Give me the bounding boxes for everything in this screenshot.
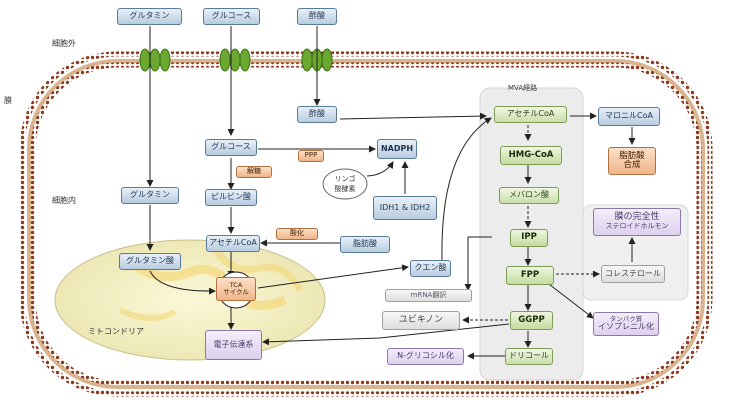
node-dolichol: ドリコール [505, 348, 553, 365]
node-mevalonate: メバロン酸 [499, 187, 559, 204]
node-ipp: IPP [510, 229, 548, 247]
channel-glutamine [139, 48, 171, 72]
node-fpp: FPP [506, 266, 554, 285]
prenyl-line2: イソプレニル化 [598, 322, 654, 332]
label-mitochondria: ミトコンドリア [88, 327, 144, 336]
node-acetate-extracellular: 酢酸 [297, 8, 337, 25]
fa-synth-line2: 合成 [623, 160, 641, 170]
node-acetyl-coa: アセチルCoA [494, 106, 567, 123]
node-malic-enzyme: リンゴ 酸酵素 [326, 174, 364, 194]
node-citrate: クエン酸 [410, 260, 451, 277]
label-intracellular: 細胞内 [52, 196, 76, 205]
node-tca-cycle: TCA サイクル [216, 277, 256, 301]
node-glutamate: グルタミン酸 [119, 253, 181, 270]
label-mva-pathway: MVA経路 [508, 84, 538, 92]
node-acetate-intracellular: 酢酸 [297, 106, 337, 123]
membrane-core [27, 59, 705, 389]
membrane-integrity-line1: 膜の完全性 [614, 212, 660, 223]
channel-glucose [219, 48, 251, 72]
node-ppp: PPP [298, 150, 324, 162]
node-glycolysis: 解糖 [236, 166, 272, 178]
channel-acetate [301, 48, 333, 72]
node-malonyl-coa: マロニルCoA [598, 107, 660, 126]
node-ggpp: GGPP [510, 311, 553, 330]
tca-line2: サイクル [223, 288, 249, 296]
node-electron-transport: 電子伝達系 [205, 330, 262, 360]
malic-enzyme-line2: 酸酵素 [334, 185, 356, 193]
node-acetyl-coa-mito: アセチルCoA [206, 235, 260, 252]
node-cholesterol: コレステロール [601, 265, 665, 283]
node-oxidation: 酸化 [276, 228, 318, 240]
node-pyruvate: ピルビン酸 [205, 189, 257, 206]
node-hmg-coa: HMG-CoA [500, 146, 562, 165]
label-membrane: 膜 [4, 96, 12, 105]
node-mrna-translation: mRNA翻訳 [385, 289, 472, 302]
node-glutamine-extracellular: グルタミン [117, 8, 182, 25]
node-glucose-intracellular: グルコース [205, 139, 257, 156]
node-n-glycosylation: N-グリコシル化 [387, 348, 464, 365]
fa-synth-line1: 脂肪酸 [619, 150, 645, 161]
node-fatty-acid: 脂肪酸 [340, 236, 390, 253]
node-glucose-extracellular: グルコース [203, 8, 260, 25]
malic-enzyme-line1: リンゴ [334, 175, 356, 183]
node-glutamine-intracellular: グルタミン [121, 187, 179, 204]
node-fatty-acid-synthesis: 脂肪酸 合成 [608, 147, 656, 175]
membrane-integrity-line2: ステロイドホルモン [605, 222, 669, 231]
node-ubiquinone: ユビキノン [382, 311, 460, 330]
node-membrane-integrity: 膜の完全性 ステロイドホルモン [593, 208, 681, 236]
node-nadph: NADPH [377, 139, 417, 159]
node-idh: IDH1 & IDH2 [373, 196, 437, 220]
node-protein-prenylation: タンパク質 イソプレニル化 [593, 312, 659, 336]
prenyl-line1: タンパク質 [609, 315, 643, 324]
malic-enzyme-ellipse [322, 168, 368, 200]
tca-line1: TCA [229, 280, 243, 289]
label-extracellular: 細胞外 [52, 39, 76, 48]
membrane-outer-layer [19, 51, 713, 397]
